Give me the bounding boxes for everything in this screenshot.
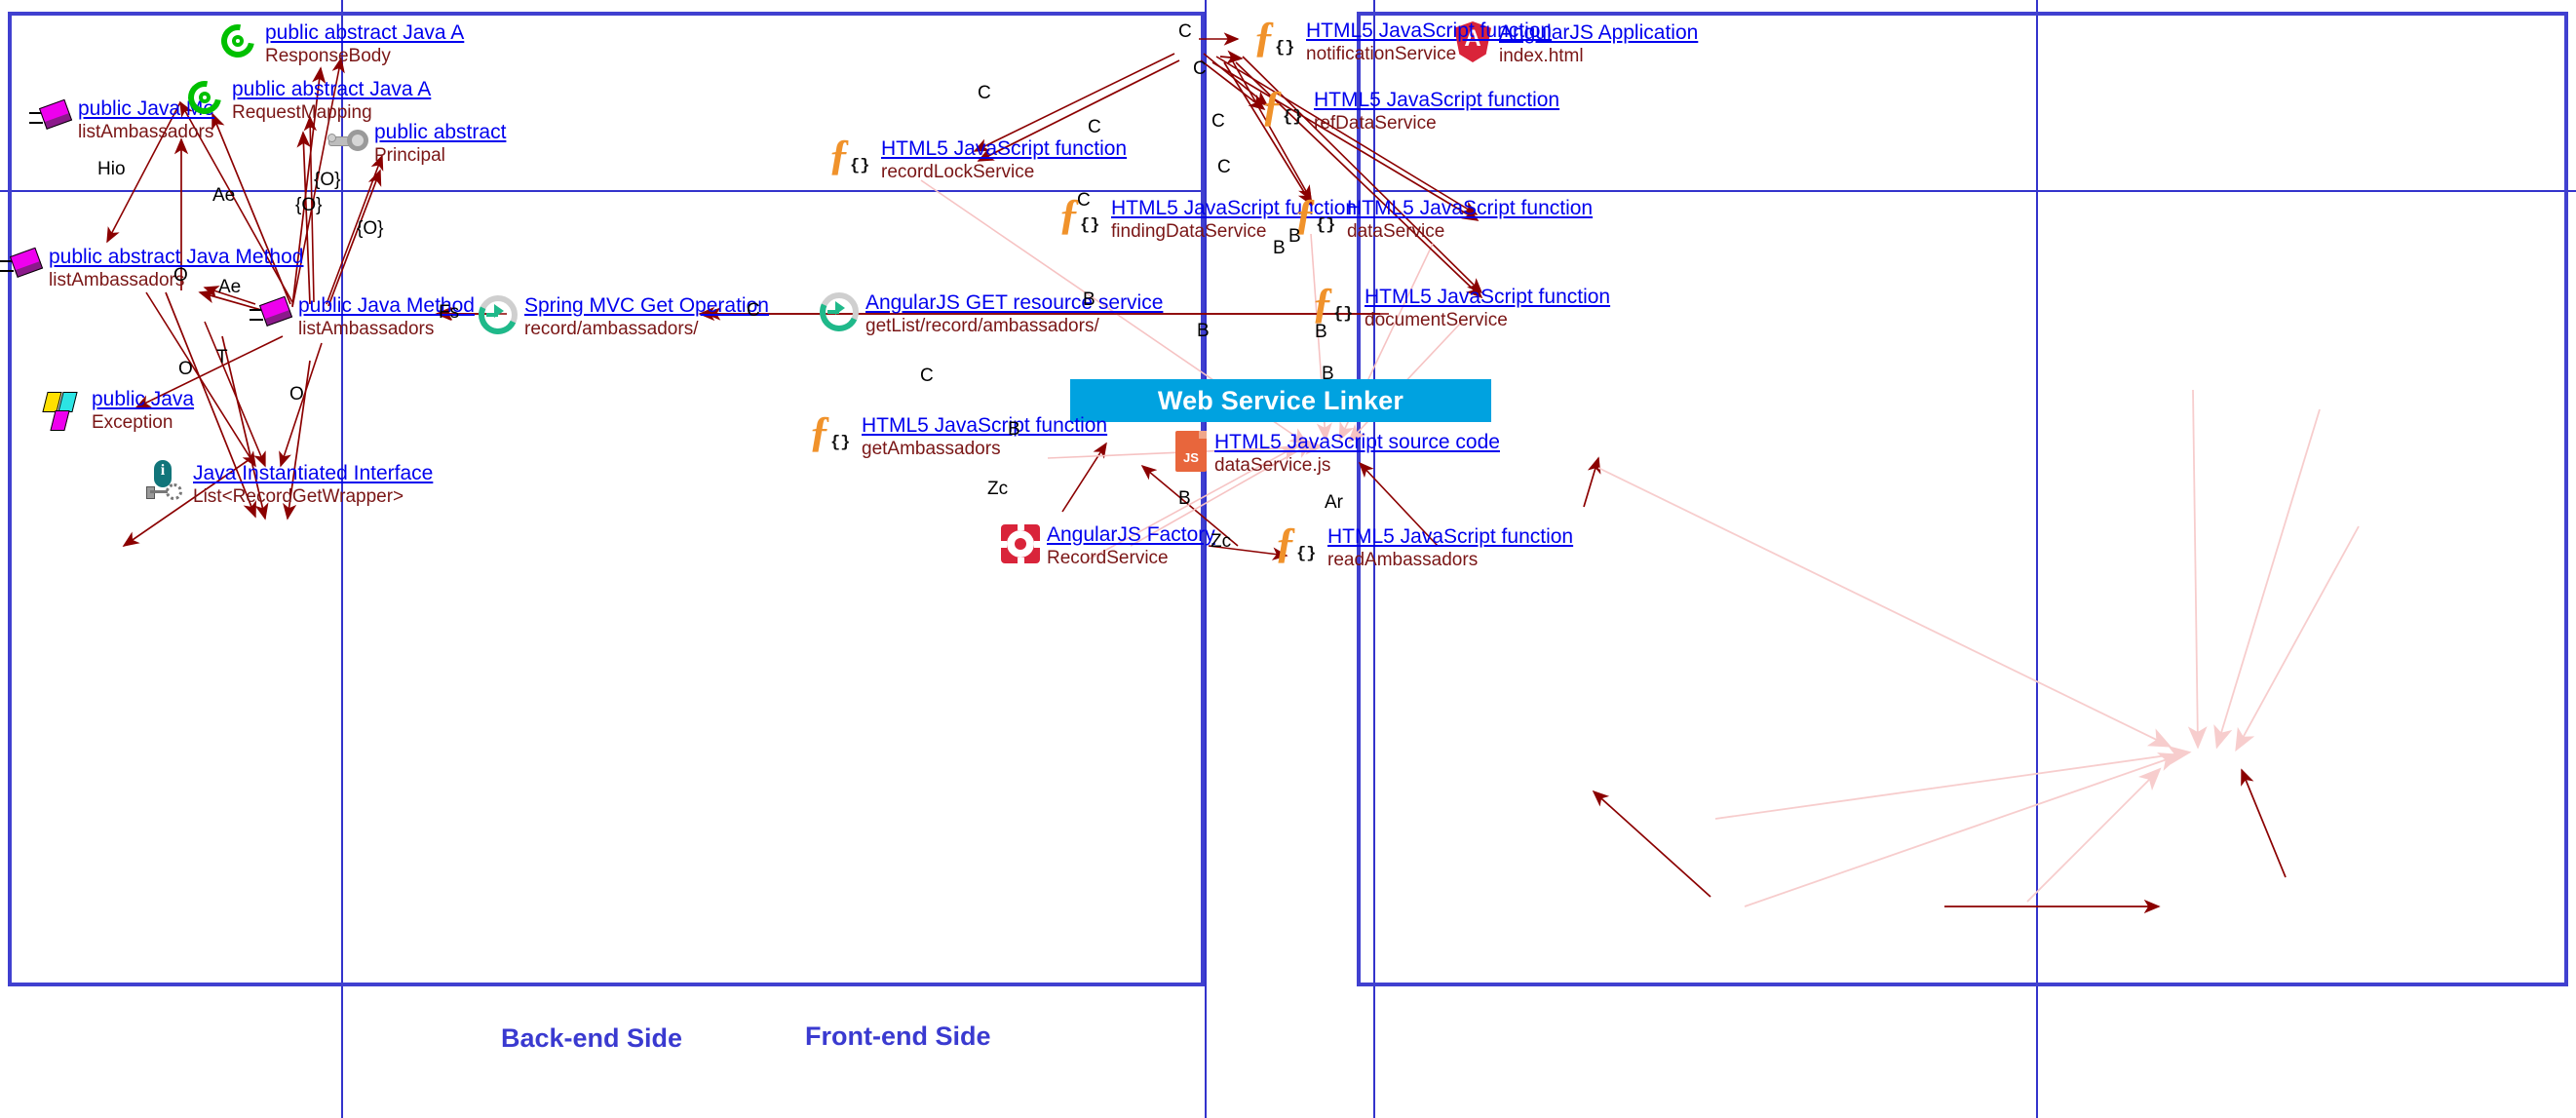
node-title[interactable]: Java Instantiated Interface xyxy=(193,462,434,484)
node-title[interactable]: HTML5 JavaScript function xyxy=(1347,197,1594,219)
edge-label-b-8: B xyxy=(1178,488,1191,509)
node-subtitle: refDataService xyxy=(1314,113,1437,134)
node-subtitle: getAmbassadors xyxy=(862,439,1001,459)
java-annotation-icon xyxy=(181,74,228,121)
node-subtitle: findingDataService xyxy=(1111,221,1267,242)
frontend-side-label: Front-end Side xyxy=(805,1022,991,1051)
edge-label-b-5: B xyxy=(1315,322,1327,342)
node-subtitle: documentService xyxy=(1365,310,1508,330)
edge-label-ae-1: Ae xyxy=(212,185,236,206)
java-method-icon xyxy=(0,244,45,289)
edge-label-c-8: C xyxy=(920,366,934,386)
edge-label-c-4: C xyxy=(1088,117,1101,137)
node-subtitle: record/ambassadors/ xyxy=(524,319,699,339)
java-exception-icon xyxy=(42,386,88,431)
edge-label-brace-3: {O} xyxy=(357,218,384,239)
js-function-icon: ƒ{} xyxy=(1253,13,1295,60)
node-subtitle: readAmbassadors xyxy=(1327,550,1479,570)
node-title[interactable]: public Java xyxy=(92,388,195,410)
node-subtitle: listAmbassadors xyxy=(298,319,435,339)
backend-side-label: Back-end Side xyxy=(501,1023,683,1053)
edge-label-c-5: C xyxy=(1211,111,1225,132)
node-subtitle: notificationService xyxy=(1306,44,1457,64)
node-title[interactable]: AngularJS Application xyxy=(1499,21,1699,44)
js-function-icon: ƒ{} xyxy=(828,131,870,178)
js-function-icon: ƒ{} xyxy=(809,407,851,455)
edge-label-c-6: C xyxy=(1217,157,1231,177)
js-function-icon: ƒ{} xyxy=(1294,190,1336,238)
js-file-icon: JS xyxy=(1170,429,1214,474)
angularjs-icon: A xyxy=(1450,19,1495,64)
edge-label-o-2: O xyxy=(178,359,193,379)
node-subtitle: RecordService xyxy=(1047,548,1169,568)
edge-label-zc-1: Zc xyxy=(987,479,1009,499)
edge-label-fs: Fs xyxy=(439,302,460,323)
edge-label-c-3: C xyxy=(978,83,991,103)
edge-label-linker-c: C xyxy=(747,300,760,321)
node-title[interactable]: AngularJS Factory xyxy=(1047,523,1215,546)
edge-label-b-1: B xyxy=(1273,238,1286,258)
edge-label-b-7: B xyxy=(1008,419,1020,440)
edge-label-ar: Ar xyxy=(1325,492,1343,513)
frontend-frame xyxy=(1357,12,2568,986)
node-title[interactable]: public abstract Java Method xyxy=(49,246,304,268)
node-title[interactable]: public abstract xyxy=(374,121,507,143)
edge-label-b-6: B xyxy=(1322,364,1334,384)
edge-label-ae-2: Ae xyxy=(218,277,242,297)
web-service-operation-icon xyxy=(473,289,523,340)
edge-label-zc-2: Zc xyxy=(1211,531,1232,552)
java-annotation-icon xyxy=(214,18,261,64)
node-subtitle: recordLockService xyxy=(881,162,1035,182)
edge-label-b-3: B xyxy=(1083,289,1096,310)
node-subtitle: listAmbassadors xyxy=(49,270,185,290)
key-icon xyxy=(326,119,370,164)
js-function-icon: ƒ{} xyxy=(1312,279,1354,327)
node-title[interactable]: HTML5 JavaScript source code xyxy=(1214,431,1500,453)
node-title[interactable]: Spring MVC Get Operation xyxy=(524,294,769,317)
js-function-icon: ƒ{} xyxy=(1275,519,1317,566)
node-subtitle: ResponseBody xyxy=(265,46,391,66)
node-title[interactable]: HTML5 JavaScript function xyxy=(1365,286,1611,308)
node-subtitle: dataService xyxy=(1347,221,1445,242)
node-title[interactable]: public abstract Java A xyxy=(232,78,432,100)
angularjs-factory-icon xyxy=(998,521,1043,566)
edge-label-b-2: B xyxy=(1288,226,1301,247)
node-subtitle: dataService.js xyxy=(1214,455,1331,476)
web-service-resource-icon xyxy=(814,287,865,337)
node-subtitle: listAmbassadors xyxy=(78,122,214,142)
node-title[interactable]: public Java Method xyxy=(298,294,475,317)
js-function-icon: ƒ{} xyxy=(1058,190,1100,238)
node-title[interactable]: AngularJS GET resource service xyxy=(865,291,1164,314)
node-title[interactable]: public abstract Java A xyxy=(265,21,465,44)
node-subtitle: getList/record/ambassadors/ xyxy=(865,316,1099,336)
node-subtitle: RequestMapping xyxy=(232,102,372,123)
edge-label-t: T xyxy=(216,347,228,367)
node-subtitle: index.html xyxy=(1499,46,1584,66)
node-title[interactable]: HTML5 JavaScript function xyxy=(1111,197,1358,219)
node-title[interactable]: HTML5 JavaScript function xyxy=(1327,525,1574,548)
edge-label-brace-1: {O} xyxy=(314,170,341,190)
java-method-icon xyxy=(250,292,294,337)
edge-label-c-7: C xyxy=(1077,190,1091,211)
edge-label-brace-2: {O} xyxy=(295,195,323,215)
node-title[interactable]: HTML5 JavaScript function xyxy=(881,137,1128,160)
node-subtitle: Exception xyxy=(92,412,173,433)
node-subtitle: List<RecordGetWrapper> xyxy=(193,486,404,507)
node-title[interactable]: HTML5 JavaScript function xyxy=(1306,19,1553,42)
node-title[interactable]: public Java Me xyxy=(78,97,215,120)
node-title[interactable]: HTML5 JavaScript function xyxy=(1314,89,1560,111)
edge-label-o-3: O xyxy=(289,384,304,405)
edge-label-hio: Hio xyxy=(97,159,126,179)
node-subtitle: Principal xyxy=(374,145,445,166)
edge-label-o-1: O xyxy=(173,265,188,286)
java-interface-icon xyxy=(144,460,189,505)
edge-label-c-1: C xyxy=(1178,21,1192,42)
java-method-icon xyxy=(29,96,74,140)
edge-label-b-4: B xyxy=(1197,321,1210,341)
edge-label-c-2: C xyxy=(1193,58,1207,79)
node-title[interactable]: HTML5 JavaScript function xyxy=(862,414,1108,437)
js-function-icon: ƒ{} xyxy=(1261,82,1303,130)
web-service-linker-banner: Web Service Linker xyxy=(1070,379,1491,422)
